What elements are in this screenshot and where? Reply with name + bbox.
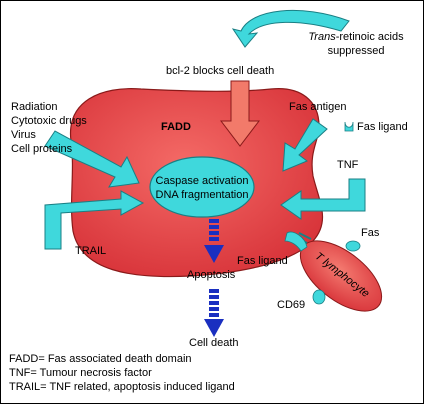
- fadd-label: FADD: [161, 121, 191, 133]
- fas-label: Fas: [361, 227, 380, 239]
- blue-arrow-head-1: [204, 245, 224, 263]
- fas-ligand-top-label: Fas ligand: [357, 121, 408, 133]
- blue-dash-2c: [209, 301, 219, 305]
- radiation-label: Radiation: [11, 101, 58, 113]
- dna-label: DNA fragmentation: [155, 189, 249, 201]
- blue-dash-1c: [209, 231, 219, 235]
- suppressed-label: suppressed: [327, 45, 385, 57]
- legend-tnf: TNF= Tumour necrosis factor: [9, 367, 152, 379]
- blue-dash-1a: [209, 219, 219, 223]
- cell-proteins-label: Cell proteins: [11, 143, 73, 155]
- stimuli-arrow: [44, 130, 140, 188]
- blue-dash-1d: [209, 237, 219, 241]
- trail-arrow: [44, 190, 145, 250]
- cytotoxic-label: Cytotoxic drugs: [11, 115, 87, 127]
- blue-dash-2e: [209, 313, 219, 317]
- blue-dash-1b: [209, 225, 219, 229]
- legend-trail: TRAIL= TNF related, apoptosis induced li…: [9, 381, 235, 393]
- cd69-receptor: [312, 289, 326, 305]
- fas-ligand-receptor-icon: [344, 121, 354, 132]
- cell-death-label: Cell death: [189, 337, 239, 349]
- fas-ligand-bottom-label: Fas ligand: [237, 255, 288, 267]
- tnf-label: TNF: [337, 159, 359, 171]
- fas-antigen-label: Fas antigen: [289, 101, 347, 113]
- bcl2-label: bcl-2 blocks cell death: [166, 65, 275, 77]
- cd69-label: CD69: [277, 299, 306, 311]
- caspase-label: Caspase activation: [155, 175, 249, 187]
- tnf-arrow: [280, 178, 366, 220]
- fas-receptor-on-t: [345, 240, 361, 252]
- blue-dash-2b: [209, 295, 219, 299]
- blue-dash-2d: [209, 307, 219, 311]
- virus-label: Virus: [11, 129, 36, 141]
- bcl2-arrow: [219, 80, 261, 147]
- legend-fadd: FADD= Fas associated death domain: [9, 353, 192, 365]
- retinoic-curved-arrow: [231, 9, 350, 48]
- trail-label: TRAIL: [75, 245, 107, 257]
- retinoic-acids-label: Trans-retinoic acids: [308, 31, 404, 43]
- apoptosis-label: Apoptosis: [187, 269, 236, 281]
- blue-dash-2a: [209, 289, 219, 293]
- blue-arrow-head-2: [204, 319, 224, 337]
- fas-ligand-connector-fill: [284, 231, 308, 252]
- fas-antigen-arrow: [282, 118, 328, 172]
- caspase-ellipse: [149, 156, 255, 218]
